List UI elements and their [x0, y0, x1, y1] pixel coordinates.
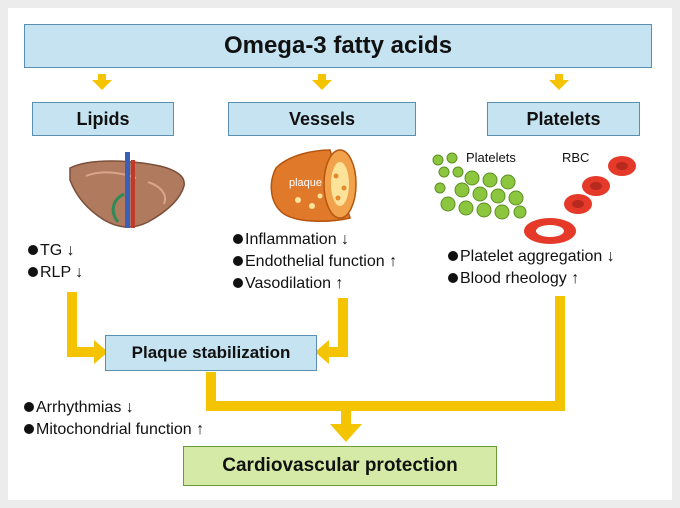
arrow-to-vessels	[312, 74, 332, 90]
bullet-dot	[448, 251, 458, 261]
list-item: Endothelial function ↑	[233, 251, 397, 273]
liver-illustration	[69, 152, 185, 228]
vessel-illustration	[270, 149, 357, 223]
list-item: Blood rheology ↑	[448, 268, 615, 290]
vessel-effects-list: Inflammation ↓ Endothelial function ↑ Va…	[233, 229, 397, 295]
connector-platelets-to-bottom	[346, 296, 565, 411]
list-item: Mitochondrial function ↑	[24, 419, 204, 441]
other-effects-list: Arrhythmias ↓ Mitochondrial function ↑	[24, 397, 204, 441]
list-item: TG ↓	[28, 240, 83, 262]
cardiovascular-protection-box: Cardiovascular protection	[183, 446, 497, 486]
platelet-cluster	[432, 152, 527, 220]
bullet-dot	[233, 234, 243, 244]
plaque-label: plaque	[289, 177, 323, 189]
platelets-image-label: Platelets	[466, 150, 516, 165]
bullet-dot	[24, 424, 34, 434]
bullet-dot	[233, 278, 243, 288]
list-item: Inflammation ↓	[233, 229, 397, 251]
rbc-cluster	[524, 156, 636, 244]
bullet-dot	[233, 256, 243, 266]
plaque-stabilization-box: Plaque stabilization	[105, 335, 317, 371]
connector-lipids-to-plaque	[67, 292, 95, 357]
platelets-box: Platelets	[487, 102, 640, 136]
connector-vessels-to-plaque	[327, 298, 348, 357]
connector-plaque-to-bottom	[206, 372, 346, 411]
arrowhead-plaque-left	[94, 340, 108, 364]
arrow-to-lipids	[92, 74, 112, 90]
arrowhead-outcome	[330, 424, 362, 442]
vessels-box: Vessels	[228, 102, 416, 136]
rbc-image-label: RBC	[562, 150, 590, 165]
bullet-dot	[24, 402, 34, 412]
diagram-frame	[8, 8, 672, 500]
list-item: Arrhythmias ↓	[24, 397, 204, 419]
list-item: RLP ↓	[28, 262, 83, 284]
platelet-effects-list: Platelet aggregation ↓ Blood rheology ↑	[448, 246, 615, 290]
title-box: Omega-3 fatty acids	[24, 24, 652, 68]
list-item: Vasodilation ↑	[233, 273, 397, 295]
lipids-box: Lipids	[32, 102, 174, 136]
list-item: Platelet aggregation ↓	[448, 246, 615, 268]
bullet-dot	[28, 267, 38, 277]
bullet-dot	[448, 273, 458, 283]
arrowhead-plaque-right	[315, 340, 329, 364]
bullet-dot	[28, 245, 38, 255]
arrow-to-platelets	[549, 74, 569, 90]
lipid-effects-list: TG ↓ RLP ↓	[28, 240, 83, 284]
